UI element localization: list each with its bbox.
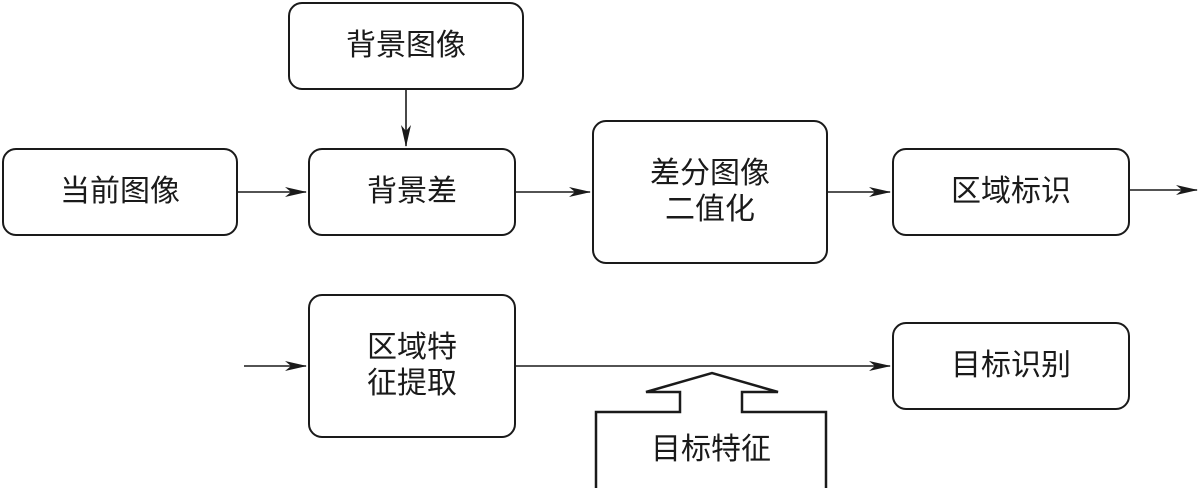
region-labeling-label: 区域标识 (951, 174, 1071, 209)
difference-binarization-node: 差分图像 二值化 (592, 120, 828, 264)
target-features-hollow-arrow (594, 371, 828, 488)
target-features-node: 目标特征 (596, 412, 826, 488)
region-feature-extraction-label-line-1: 区域特 (367, 330, 457, 365)
region-feature-extraction-node: 区域特 征提取 (308, 294, 516, 438)
region-feature-extraction-label-line-2: 征提取 (367, 366, 457, 401)
background-image-label: 背景图像 (346, 28, 466, 63)
region-labeling-node: 区域标识 (892, 148, 1130, 236)
current-image-label: 当前图像 (60, 174, 180, 209)
difference-binarization-label-line-2: 二值化 (665, 192, 755, 227)
current-image-node: 当前图像 (2, 148, 238, 236)
target-recognition-label: 目标识别 (951, 348, 1071, 383)
background-difference-label: 背景差 (367, 174, 457, 209)
background-difference-node: 背景差 (308, 148, 516, 236)
target-recognition-node: 目标识别 (892, 322, 1130, 410)
background-image-node: 背景图像 (288, 2, 524, 90)
target-features-label: 目标特征 (651, 432, 771, 467)
difference-binarization-label-line-1: 差分图像 (650, 156, 770, 191)
